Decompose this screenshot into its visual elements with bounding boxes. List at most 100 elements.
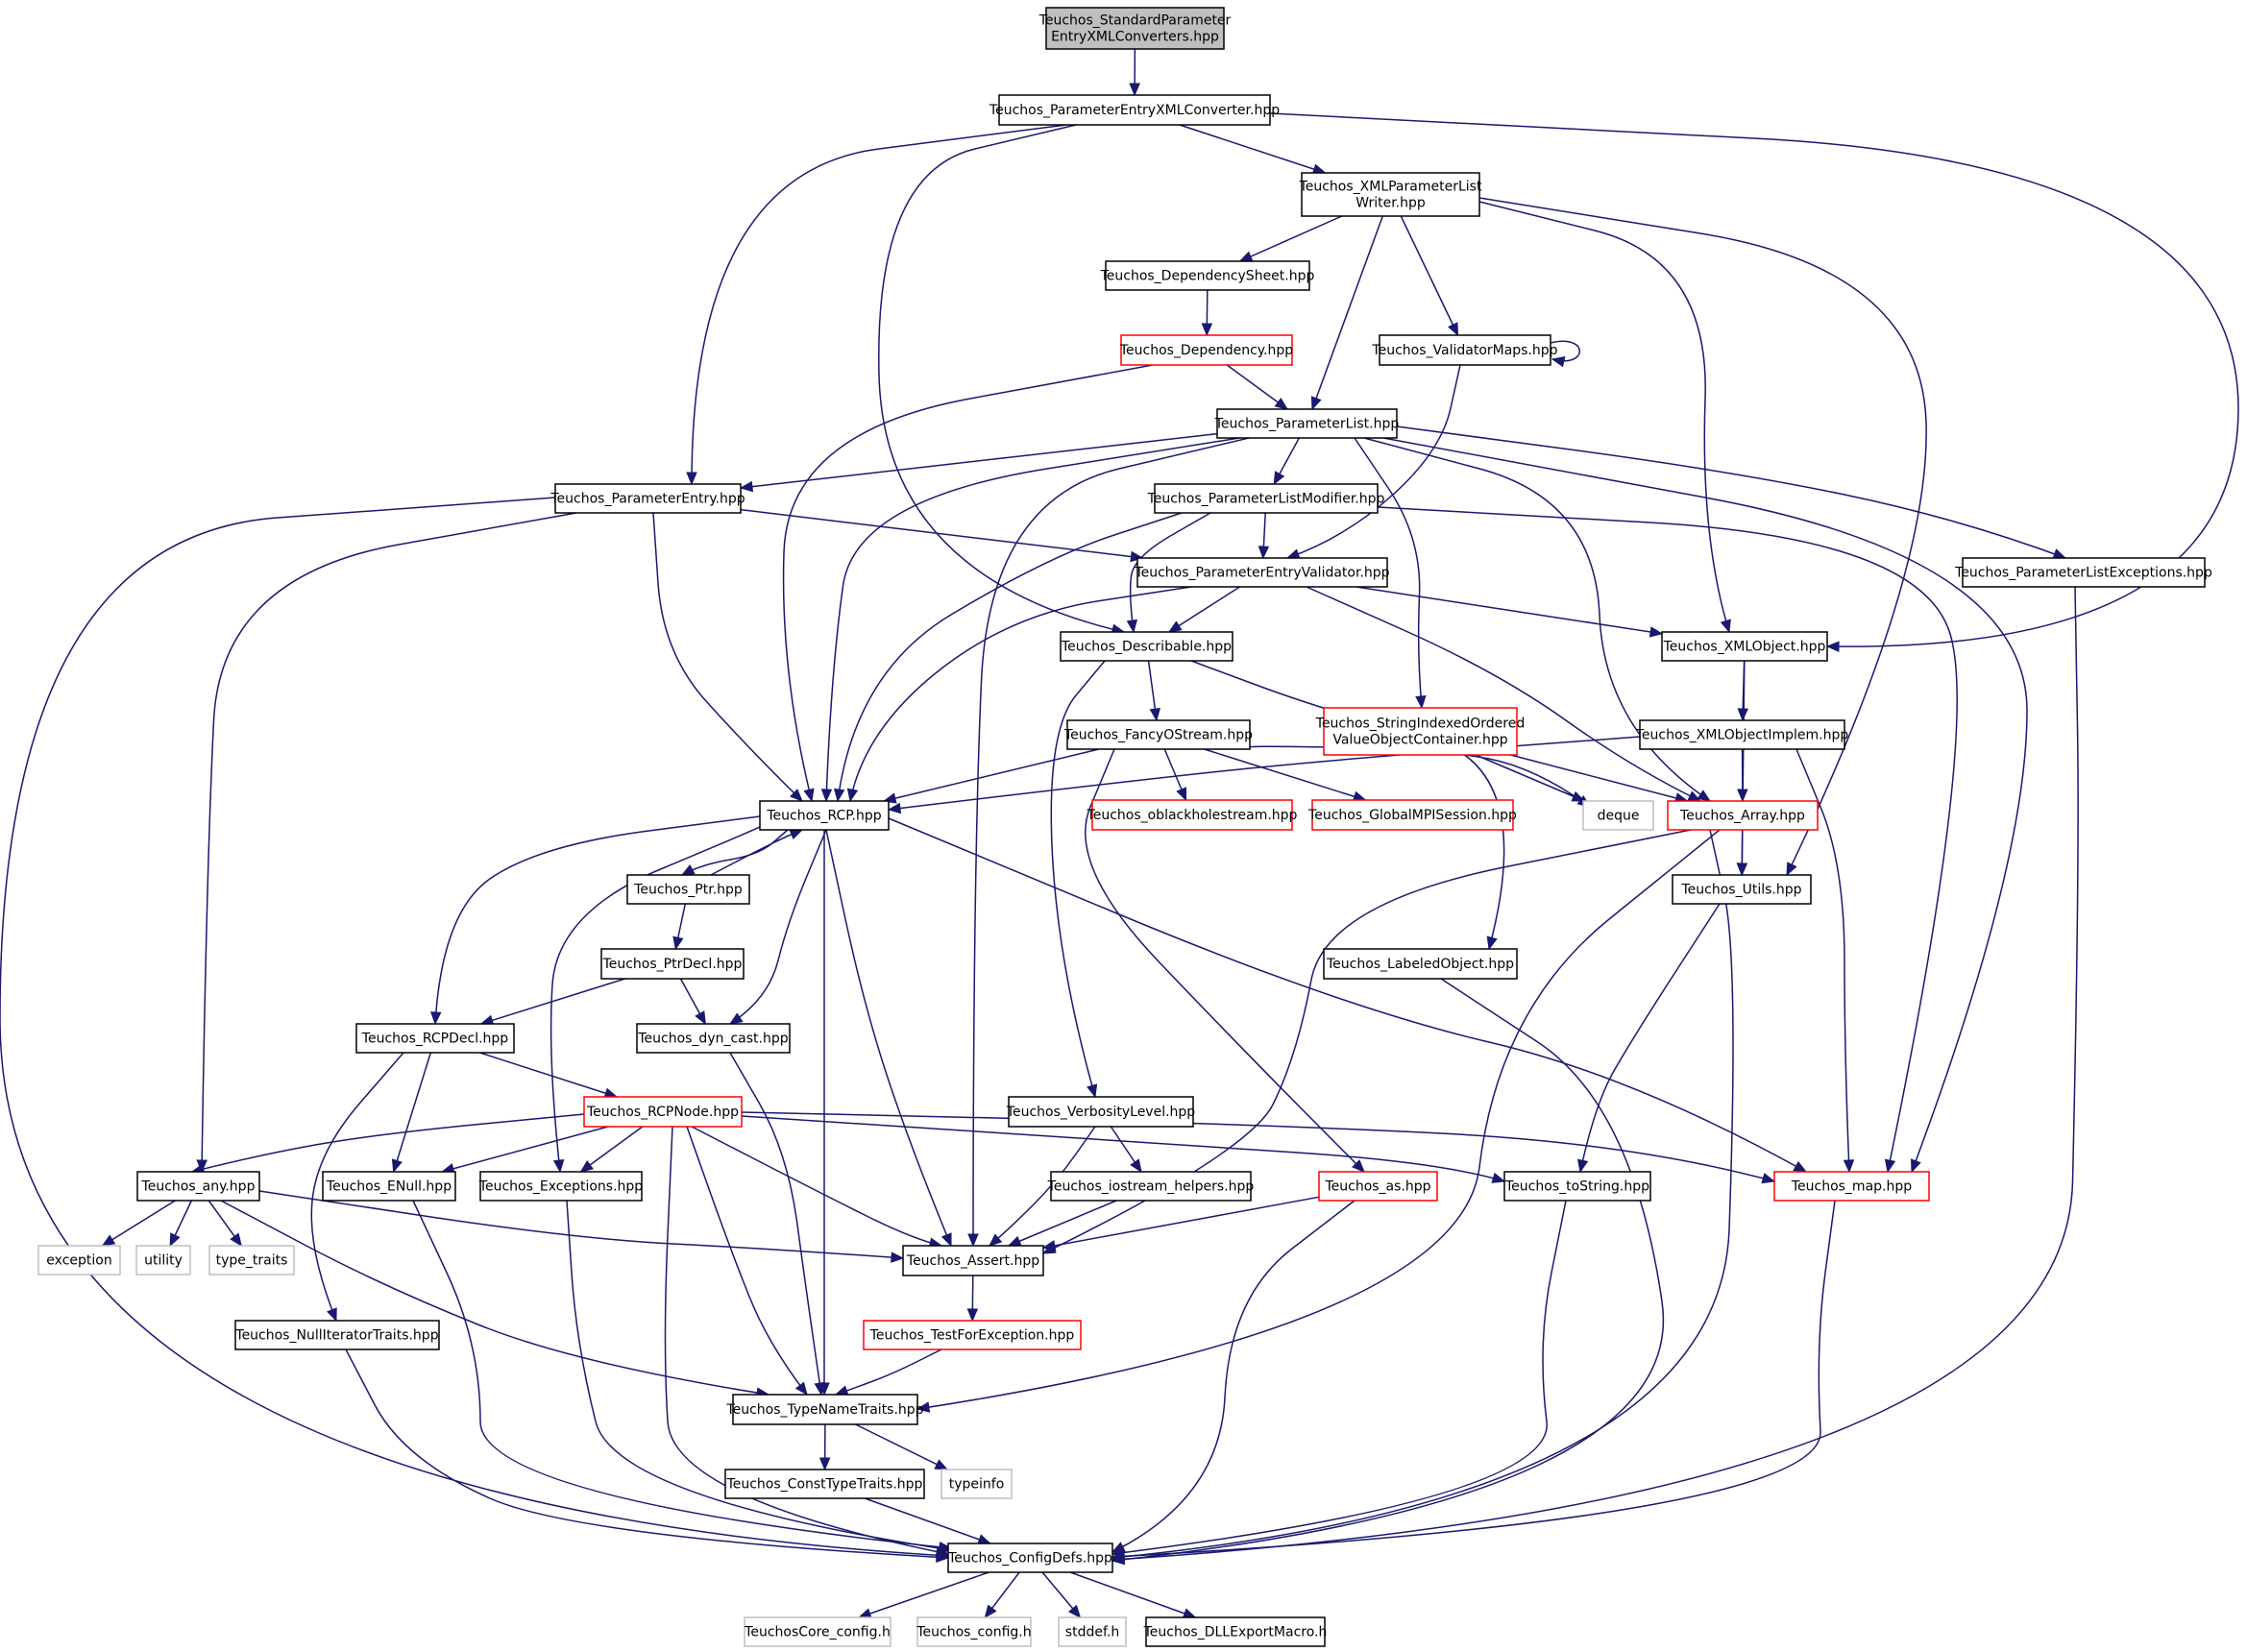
node-pev[interactable]: Teuchos_ParameterEntryValidator.hpp	[1134, 557, 1390, 588]
edge-desc-to-verb	[1050, 660, 1106, 1099]
node-sioc[interactable]: Teuchos_StringIndexedOrderedValueObjectC…	[1315, 707, 1525, 756]
edge-assert-to-tfe	[966, 1275, 979, 1323]
edge-plist-to-plmod	[1273, 437, 1300, 486]
edge-plist-to-rcp	[820, 437, 1240, 803]
node-tnt-label: Teuchos_TypeNameTraits.hpp	[725, 1402, 923, 1418]
node-xmlimpl-box	[1639, 719, 1845, 750]
node-verb-box	[1008, 1096, 1194, 1128]
edge-plist-to-assert	[967, 437, 1250, 1248]
node-map[interactable]: Teuchos_map.hpp	[1773, 1171, 1930, 1202]
node-config-label: Teuchos_ConfigDefs.hpp	[947, 1551, 1112, 1567]
node-dll[interactable]: Teuchos_DLLExportMacro.h	[1143, 1616, 1328, 1647]
node-pexc-box	[998, 94, 1271, 126]
edge-nullit-to-config	[345, 1348, 950, 1564]
edge-rcpnode-to-exceptions	[579, 1126, 644, 1173]
edge-map-to-config	[1111, 1200, 1836, 1563]
edge-vmaps-to-vmaps	[1550, 340, 1580, 368]
node-as-label: Teuchos_as.hpp	[1324, 1179, 1430, 1195]
node-vmaps[interactable]: Teuchos_ValidatorMaps.hpp	[1371, 334, 1558, 366]
node-tnt[interactable]: Teuchos_TypeNameTraits.hpp	[725, 1394, 924, 1425]
node-dep[interactable]: Teuchos_Dependency.hpp	[1119, 334, 1293, 366]
edge-any-to-utility	[169, 1200, 193, 1248]
node-rcp[interactable]: Teuchos_RCP.hpp	[759, 800, 890, 831]
edge-rcpdecl-to-enull	[391, 1052, 432, 1174]
node-gmpi-box	[1311, 799, 1514, 831]
edge-rcpnode-to-tnt	[686, 1126, 808, 1397]
node-config[interactable]: Teuchos_ConfigDefs.hpp	[947, 1543, 1113, 1573]
node-tfe[interactable]: Teuchos_TestForException.hpp	[863, 1320, 1082, 1350]
edge-fos-to-obh	[1163, 748, 1187, 802]
node-plist[interactable]: Teuchos_ParameterList.hpp	[1214, 408, 1400, 439]
node-pexc[interactable]: Teuchos_ParameterEntryXMLConverter.hpp	[989, 94, 1280, 126]
node-enull-box	[322, 1171, 456, 1202]
node-dll-label: Teuchos_DLLExportMacro.h	[1143, 1625, 1328, 1640]
node-rcpdecl[interactable]: Teuchos_RCPDecl.hpp	[355, 1023, 515, 1054]
node-pev-label: Teuchos_ParameterEntryValidator.hpp	[1134, 566, 1389, 581]
node-dsheet-label: Teuchos_DependencySheet.hpp	[1100, 269, 1315, 284]
node-dyncast[interactable]: Teuchos_dyn_cast.hpp	[636, 1023, 791, 1054]
node-exceptions[interactable]: Teuchos_Exceptions.hpp	[478, 1171, 643, 1202]
edge-pexc-to-xmlobj	[1269, 112, 2239, 652]
edge-xmlw-to-vmaps	[1400, 215, 1459, 337]
edge-xmlw-to-dsheet	[1238, 215, 1343, 262]
edge-xmlw-to-plist	[1310, 215, 1383, 411]
node-ptr[interactable]: Teuchos_Ptr.hpp	[626, 874, 750, 905]
node-xmlobj[interactable]: Teuchos_XMLObject.hpp	[1661, 631, 1828, 662]
edge-desc-to-fos	[1147, 660, 1160, 722]
edge-as-to-config	[1111, 1200, 1356, 1553]
edge-fos-to-gmpi	[1204, 748, 1367, 802]
edge-pentry-to-pev	[740, 508, 1144, 563]
node-utils[interactable]: Teuchos_Utils.hpp	[1672, 874, 1812, 905]
node-desc[interactable]: Teuchos_Describable.hpp	[1060, 631, 1233, 662]
node-fos[interactable]: Teuchos_FancyOStream.hpp	[1063, 719, 1253, 750]
edge-ctt-to-config	[864, 1497, 992, 1545]
node-plmod-box	[1154, 483, 1379, 514]
edge-pexc-to-pentry	[686, 124, 1067, 486]
node-tfe-box	[863, 1320, 1082, 1350]
node-enull[interactable]: Teuchos_ENull.hpp	[322, 1171, 456, 1202]
node-ptrdecl[interactable]: Teuchos_PtrDecl.hpp	[600, 948, 745, 980]
node-tconfig: Teuchos_config.h	[916, 1616, 1032, 1647]
node-plmod[interactable]: Teuchos_ParameterListModifier.hpp	[1147, 483, 1385, 514]
node-ptrdecl-label: Teuchos_PtrDecl.hpp	[602, 957, 743, 972]
node-xmlimpl[interactable]: Teuchos_XMLObjectImplem.hpp	[1635, 719, 1849, 750]
node-utils-label: Teuchos_Utils.hpp	[1681, 883, 1802, 898]
node-typeinfo-label: typeinfo	[949, 1477, 1005, 1493]
edge-rcp-to-assert	[825, 829, 952, 1248]
node-ptr-box	[626, 874, 750, 905]
edge-pev-to-array	[1306, 586, 1702, 802]
edge-config-to-stddef	[1041, 1571, 1082, 1618]
edge-root-to-pexc	[1129, 48, 1140, 97]
node-plexc[interactable]: Teuchos_ParameterListExceptions.hpp	[1954, 557, 2212, 588]
node-nullit[interactable]: Teuchos_NullIteratorTraits.hpp	[234, 1320, 440, 1350]
edge-rcp-to-exceptions	[550, 825, 761, 1174]
node-verb[interactable]: Teuchos_VerbosityLevel.hpp	[1006, 1096, 1196, 1128]
node-root-box	[1045, 7, 1225, 50]
node-labeled[interactable]: Teuchos_LabeledObject.hpp	[1323, 948, 1518, 980]
node-gmpi[interactable]: Teuchos_GlobalMPISession.hpp	[1307, 799, 1517, 831]
node-obh[interactable]: Teuchos_oblackholestream.hpp	[1087, 799, 1298, 831]
node-rcpnode[interactable]: Teuchos_RCPNode.hpp	[583, 1096, 743, 1128]
node-fos-box	[1066, 719, 1251, 750]
node-plist-box	[1216, 408, 1398, 439]
node-as[interactable]: Teuchos_as.hpp	[1318, 1171, 1438, 1202]
edge-any-to-assert	[258, 1190, 905, 1263]
node-rcp-box	[759, 800, 890, 831]
edge-xmlimpl-to-map	[1795, 748, 1855, 1174]
node-tostring[interactable]: Teuchos_toString.hpp	[1503, 1171, 1651, 1202]
node-iosh[interactable]: Teuchos_iostream_helpers.hpp	[1047, 1171, 1255, 1202]
node-dsheet-box	[1105, 260, 1310, 291]
node-ctt-box	[724, 1469, 925, 1499]
node-dsheet[interactable]: Teuchos_DependencySheet.hpp	[1100, 260, 1315, 291]
edge-xmlobj-to-xmlimpl	[1737, 660, 1748, 722]
edge-rcp-to-rcpdecl	[430, 815, 761, 1026]
node-array[interactable]: Teuchos_Array.hpp	[1667, 800, 1819, 831]
node-any[interactable]: Teuchos_any.hpp	[136, 1171, 260, 1202]
node-pentry-box	[554, 483, 742, 514]
node-any-label: Teuchos_any.hpp	[141, 1179, 256, 1195]
node-assert[interactable]: Teuchos_Assert.hpp	[902, 1245, 1044, 1276]
node-ctt[interactable]: Teuchos_ConstTypeTraits.hpp	[724, 1469, 925, 1499]
node-pentry[interactable]: Teuchos_ParameterEntry.hpp	[550, 483, 745, 514]
